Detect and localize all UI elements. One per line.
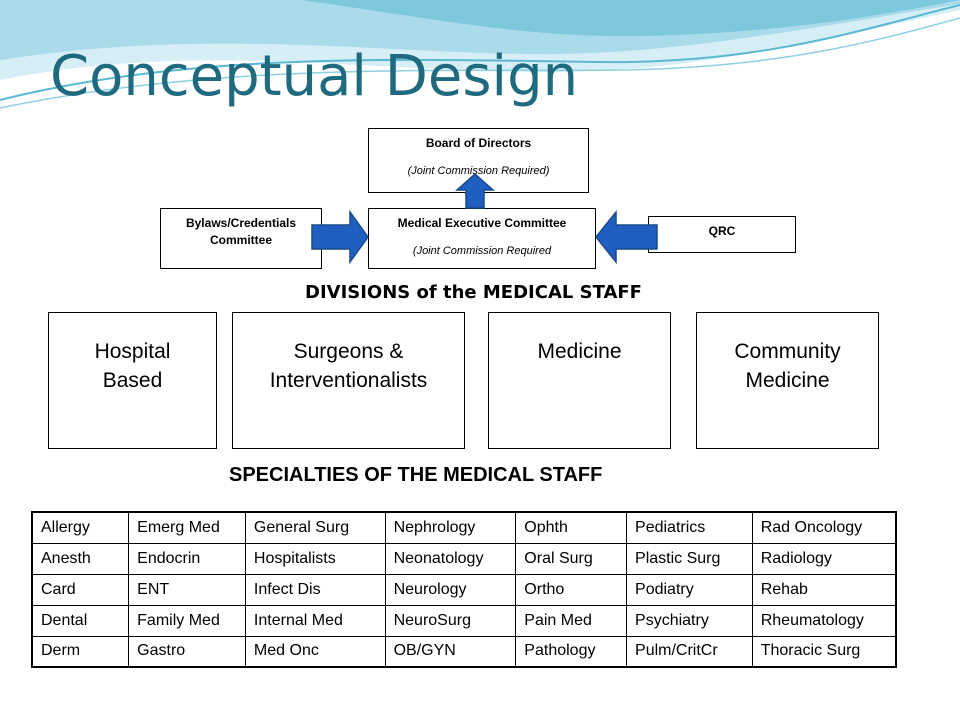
division-label-line1: Surgeons & xyxy=(293,340,404,363)
table-cell: Pediatrics xyxy=(626,511,753,544)
table-cell: ENT xyxy=(128,573,246,606)
table-cell: Thoracic Surg xyxy=(751,635,897,668)
table-cell: Podiatry xyxy=(626,573,753,606)
mec-title: Medical Executive Committee xyxy=(397,216,567,230)
table-cell: Internal Med xyxy=(244,604,386,637)
division-hospital-based: Hospital Based xyxy=(48,312,217,449)
table-cell: Nephrology xyxy=(384,511,517,544)
table-cell: Anesth xyxy=(31,542,130,575)
mec-note: (Joint Commission Required xyxy=(412,245,552,257)
table-row: Card ENT Infect Dis Neurology Ortho Podi… xyxy=(31,573,897,606)
bylaws-line1: Bylaws/Credentials xyxy=(185,216,297,230)
table-cell: Derm xyxy=(31,635,130,668)
board-of-directors-box: Board of Directors (Joint Commission Req… xyxy=(368,128,589,193)
table-cell: Pulm/CritCr xyxy=(626,635,753,668)
board-title: Board of Directors xyxy=(425,136,532,150)
table-cell: Emerg Med xyxy=(128,511,246,544)
table-cell: Card xyxy=(31,573,130,606)
table-cell: Plastic Surg xyxy=(626,542,753,575)
medical-executive-committee-box: Medical Executive Committee (Joint Commi… xyxy=(368,208,596,269)
header-wave-decoration xyxy=(0,0,960,109)
division-label-line1: Community xyxy=(734,340,841,363)
qrc-title: QRC xyxy=(708,224,736,238)
table-cell: Dental xyxy=(31,604,130,637)
table-cell: Infect Dis xyxy=(244,573,386,606)
division-community-medicine: Community Medicine xyxy=(696,312,879,449)
table-cell: Allergy xyxy=(31,511,130,544)
specialties-heading: SPECIALTIES OF THE MEDICAL STAFF xyxy=(229,464,603,486)
bylaws-credentials-committee-box: Bylaws/Credentials Committee xyxy=(160,208,322,269)
table-cell: Ophth xyxy=(515,511,628,544)
table-row: Derm Gastro Med Onc OB/GYN Pathology Pul… xyxy=(31,635,897,668)
table-cell: OB/GYN xyxy=(384,635,517,668)
table-cell: Pathology xyxy=(515,635,628,668)
table-cell: General Surg xyxy=(244,511,386,544)
division-label-line1: Hospital xyxy=(94,340,171,363)
table-cell: Oral Surg xyxy=(515,542,628,575)
table-cell: Radiology xyxy=(751,542,897,575)
division-surgeons-interventionalists: Surgeons & Interventionalists xyxy=(232,312,465,449)
division-label-line2: Medicine xyxy=(745,369,830,392)
division-label-line2: Interventionalists xyxy=(269,369,428,392)
divisions-heading: DIVISIONS of the MEDICAL STAFF xyxy=(305,282,642,303)
slide-title: Conceptual Design xyxy=(50,44,579,109)
table-cell: Rheumatology xyxy=(751,604,897,637)
table-cell: Rad Oncology xyxy=(751,511,897,544)
qrc-box: QRC xyxy=(648,216,796,253)
table-cell: Psychiatry xyxy=(626,604,753,637)
table-cell: Endocrin xyxy=(128,542,246,575)
table-cell: Med Onc xyxy=(244,635,386,668)
table-cell: Pain Med xyxy=(515,604,628,637)
table-row: Dental Family Med Internal Med NeuroSurg… xyxy=(31,604,897,637)
table-cell: NeuroSurg xyxy=(384,604,517,637)
bylaws-line2: Committee xyxy=(209,233,272,247)
table-cell: Gastro xyxy=(128,635,246,668)
table-cell: Family Med xyxy=(128,604,246,637)
table-cell: Rehab xyxy=(751,573,897,606)
table-cell: Neonatology xyxy=(384,542,517,575)
division-label-line2: Based xyxy=(102,369,163,392)
board-note: (Joint Commission Required) xyxy=(407,165,550,177)
table-cell: Ortho xyxy=(515,573,628,606)
table-row: Anesth Endocrin Hospitalists Neonatology… xyxy=(31,542,897,575)
table-cell: Neurology xyxy=(384,573,517,606)
table-row: Allergy Emerg Med General Surg Nephrolog… xyxy=(31,511,897,544)
division-label-line1: Medicine xyxy=(537,340,622,363)
table-cell: Hospitalists xyxy=(244,542,386,575)
specialties-table: Allergy Emerg Med General Surg Nephrolog… xyxy=(31,511,897,668)
division-medicine: Medicine xyxy=(488,312,671,449)
